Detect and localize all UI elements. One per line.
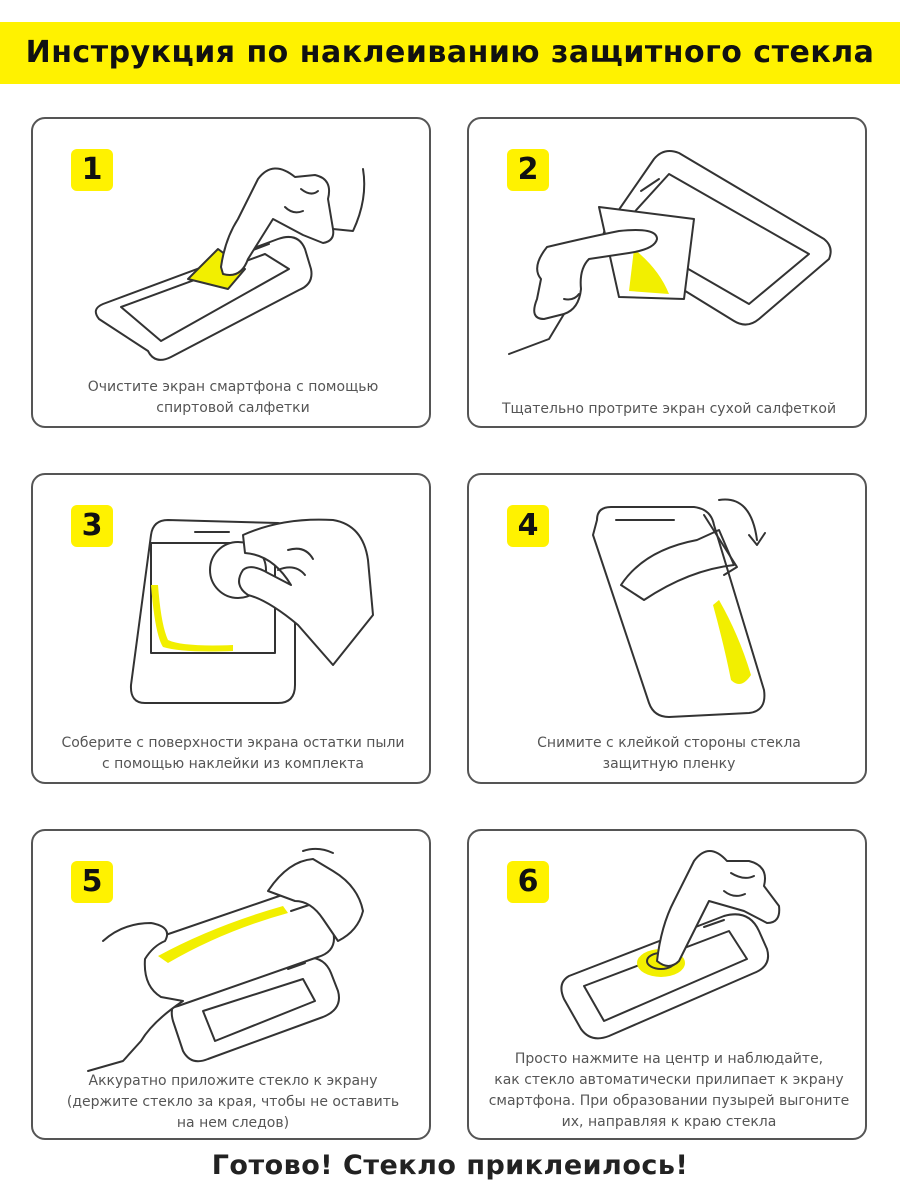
step-card-5: 5 Аккуратно приложите стекло к экрану (д… — [31, 829, 431, 1140]
step-number-badge: 1 — [71, 149, 113, 191]
clean-phone-illustration — [94, 167, 366, 361]
apply-glass-illustration — [87, 847, 364, 1072]
step-number-badge: 4 — [507, 505, 549, 547]
step-caption-line: Очистите экран смартфона с помощью — [87, 379, 379, 395]
step-caption-line: Аккуратно приложите стекло к экрану — [88, 1073, 378, 1089]
step-number-badge: 2 — [507, 149, 549, 191]
step-number-badge: 5 — [71, 861, 113, 903]
step-card-1: 1 Очистите экран смартфона с помощью спи… — [31, 117, 431, 428]
step-number-badge: 6 — [507, 861, 549, 903]
step-caption-line: защитную пленку — [602, 756, 736, 772]
step-caption-line: Просто нажмите на центр и наблюдайте, — [514, 1051, 824, 1067]
step-number-badge: 3 — [71, 505, 113, 547]
step-caption-line: Снимите с клейкой стороны стекла — [537, 735, 801, 751]
step-caption-line: на нем следов) — [176, 1115, 290, 1131]
dust-sticker-illustration — [129, 518, 374, 704]
step-caption-line: их, направляя к краю стекла — [561, 1114, 777, 1130]
remove-film-illustration — [592, 498, 766, 718]
step-card-6: 6 Просто нажмите на центр и наблюдайте, … — [467, 829, 867, 1140]
completion-message: Готово! Стекло приклеилось! — [211, 1150, 689, 1181]
page-title: Инструкция по наклеиванию защитного стек… — [25, 35, 875, 70]
press-center-illustration — [560, 850, 781, 1040]
step-card-3: 3 Соберите с поверхности экрана остатки … — [31, 473, 431, 784]
step-card-2: 2 Тщательно протрите экран сухой салфетк… — [467, 117, 867, 428]
step-caption-line: с помощью наклейки из комплекта — [101, 756, 364, 772]
step-caption-line: Тщательно протрите экран сухой салфеткой — [501, 401, 837, 417]
step-caption-line: смартфона. При образовании пузырей выгон… — [488, 1093, 850, 1109]
step-caption-line: Соберите с поверхности экрана остатки пы… — [61, 735, 405, 751]
wipe-phone-illustration — [508, 150, 832, 355]
header-banner: Инструкция по наклеиванию защитного стек… — [0, 22, 900, 84]
step-card-4: 4 Снимите с клейкой стороны стекла защит… — [467, 473, 867, 784]
step-caption-line: (держите стекло за края, чтобы не остави… — [66, 1094, 400, 1110]
step-caption-line: как стекло автоматически прилипает к экр… — [494, 1072, 844, 1088]
step-caption-line: спиртовой салфетки — [156, 400, 310, 416]
